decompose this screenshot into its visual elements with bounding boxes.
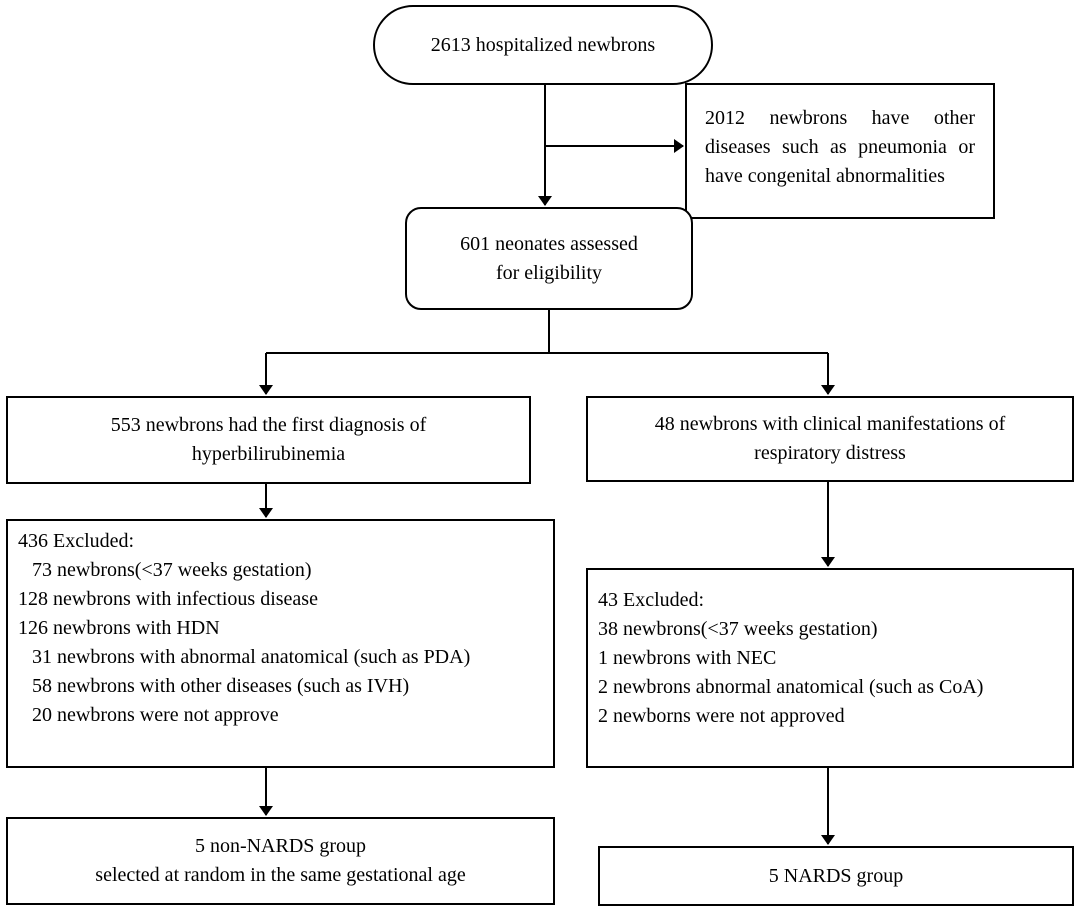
excluded-right-item: 38 newbrons(<37 weeks gestation) xyxy=(598,618,878,640)
excluded-right-heading: 43 Excluded: xyxy=(598,589,705,611)
node-eligibility: 601 neonates assessed for eligibility xyxy=(405,207,693,310)
node-excluded-other-line-1: 2012 newbrons have other xyxy=(705,107,975,129)
node-excluded-left: 436 Excluded: 73 newbrons(<37 weeks gest… xyxy=(6,519,555,768)
excluded-left-item: 31 newbrons with abnormal anatomical (su… xyxy=(32,646,471,668)
node-non-nards-line-1: 5 non-NARDS group xyxy=(194,835,367,857)
excluded-left-item: 58 newbrons with other diseases (such as… xyxy=(32,675,410,697)
node-non-nards-line-2: selected at random in the same gestation… xyxy=(95,864,466,886)
excluded-left-item: 20 newbrons were not approve xyxy=(32,704,279,726)
node-excluded-other: 2012 newbrons have other diseases such a… xyxy=(685,83,995,219)
node-eligibility-line-1: 601 neonates assessed xyxy=(460,232,638,255)
excluded-right-item: 2 newbrons abnormal anatomical (such as … xyxy=(598,676,984,698)
node-excluded-right: 43 Excluded: 38 newbrons(<37 weeks gesta… xyxy=(586,568,1074,768)
node-hyperbili: 553 newbrons had the first diagnosis of … xyxy=(6,396,531,484)
node-excluded-other-line-2: diseases such as pneumonia or xyxy=(705,136,975,158)
node-excluded-other-line-3: have congenital abnormalities xyxy=(705,165,945,187)
excluded-left-item: 73 newbrons(<37 weeks gestation) xyxy=(32,559,312,581)
node-respiratory-line-2: respiratory distress xyxy=(754,442,906,464)
node-hyperbili-line-2: hyperbilirubinemia xyxy=(191,443,346,465)
node-respiratory: 48 newbrons with clinical manifestations… xyxy=(586,396,1074,482)
node-hyperbili-line-1: 553 newbrons had the first diagnosis of xyxy=(110,414,427,436)
node-nards-text: 5 NARDS group xyxy=(768,864,904,887)
node-respiratory-line-1: 48 newbrons with clinical manifestations… xyxy=(654,413,1006,435)
excluded-right-item: 1 newbrons with NEC xyxy=(598,647,777,669)
node-nards: 5 NARDS group xyxy=(598,846,1074,906)
excluded-left-item: 126 newbrons with HDN xyxy=(18,617,220,639)
node-start-text: 2613 hospitalized newbrons xyxy=(430,33,656,56)
node-non-nards: 5 non-NARDS group selected at random in … xyxy=(6,817,555,905)
node-eligibility-line-2: for eligibility xyxy=(495,261,603,284)
excluded-right-item: 2 newborns were not approved xyxy=(598,705,845,727)
excluded-left-heading: 436 Excluded: xyxy=(18,530,135,552)
node-start: 2613 hospitalized newbrons xyxy=(373,5,713,85)
excluded-left-item: 128 newbrons with infectious disease xyxy=(18,588,318,610)
